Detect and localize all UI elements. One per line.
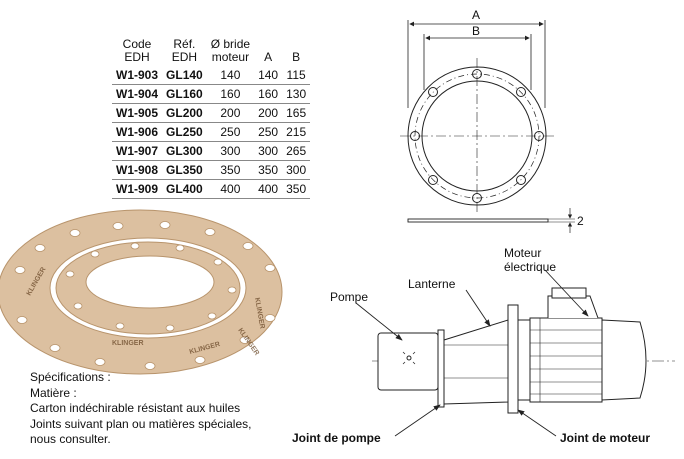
cell-b: 130	[282, 84, 311, 104]
cell-code: W1-903	[112, 66, 163, 85]
pump-label: Pompe	[330, 290, 369, 304]
gasket-photo: KLINGER KLINGER KLINGER KLINGER KLINGER	[0, 209, 283, 375]
cell-ref: GL400	[162, 179, 207, 199]
spec-title: Spécifications :	[30, 370, 111, 384]
cell-code: W1-909	[112, 179, 163, 199]
pump-motor-assembly	[372, 287, 675, 414]
specifications: Spécifications : Matière : Carton indéch…	[30, 370, 251, 448]
cell-bride: 140	[206, 66, 255, 85]
cell-bride: 160	[206, 84, 255, 104]
cell-b: 115	[282, 66, 311, 85]
cell-b: 165	[282, 103, 311, 123]
cell-a: 160	[254, 84, 283, 104]
cell-code: W1-908	[112, 160, 163, 180]
cell-b: 300	[282, 160, 311, 180]
leader-lines	[355, 269, 589, 437]
cell-a: 250	[254, 122, 283, 142]
cell-a: 300	[254, 141, 283, 161]
cell-b: 265	[282, 141, 311, 161]
cell-ref: GL200	[162, 103, 207, 123]
gasket-side-view	[407, 208, 575, 233]
lantern-label: Lanterne	[408, 277, 456, 291]
cell-code: W1-907	[112, 141, 163, 161]
dimension-a-label: A	[472, 8, 481, 22]
cell-ref: GL300	[162, 141, 207, 161]
spec-material: Carton indéchirable résistant aux huiles	[30, 401, 241, 415]
col-ref-header: Réf.EDH	[171, 37, 198, 64]
cell-ref: GL140	[162, 66, 207, 85]
dimension-b-label: B	[472, 24, 481, 38]
spec-note: Joints suivant plan ou matières spéciale…	[30, 416, 252, 431]
cell-bride: 400	[206, 179, 255, 199]
cell-a: 400	[254, 179, 283, 199]
cell-bride: 300	[206, 141, 255, 161]
col-a-header: A	[264, 50, 273, 64]
cell-ref: GL250	[162, 122, 207, 142]
cell-ref: GL160	[162, 84, 207, 104]
cell-code: W1-905	[112, 103, 163, 123]
gasket-front-view	[400, 20, 555, 214]
cell-code: W1-906	[112, 122, 163, 142]
cell-ref: GL350	[162, 160, 207, 180]
svg-text:KLINGER: KLINGER	[112, 340, 144, 347]
spec-note-cont: nous consulter.	[30, 432, 111, 446]
pump-joint-label: Joint de pompe	[292, 431, 381, 445]
cell-a: 200	[254, 103, 283, 123]
cell-a: 350	[254, 160, 283, 180]
motor-joint-label: Joint de moteur	[560, 431, 651, 445]
cell-bride: 250	[206, 122, 255, 142]
cell-code: W1-904	[112, 84, 163, 104]
cell-bride: 200	[206, 103, 255, 123]
cell-b: 215	[282, 122, 311, 142]
col-b-header: B	[292, 50, 301, 64]
cell-a: 140	[254, 66, 283, 85]
cell-bride: 350	[206, 160, 255, 180]
spec-material-label: Matière :	[30, 385, 77, 400]
thickness-label: 2	[577, 214, 584, 228]
cell-b: 350	[282, 179, 311, 199]
